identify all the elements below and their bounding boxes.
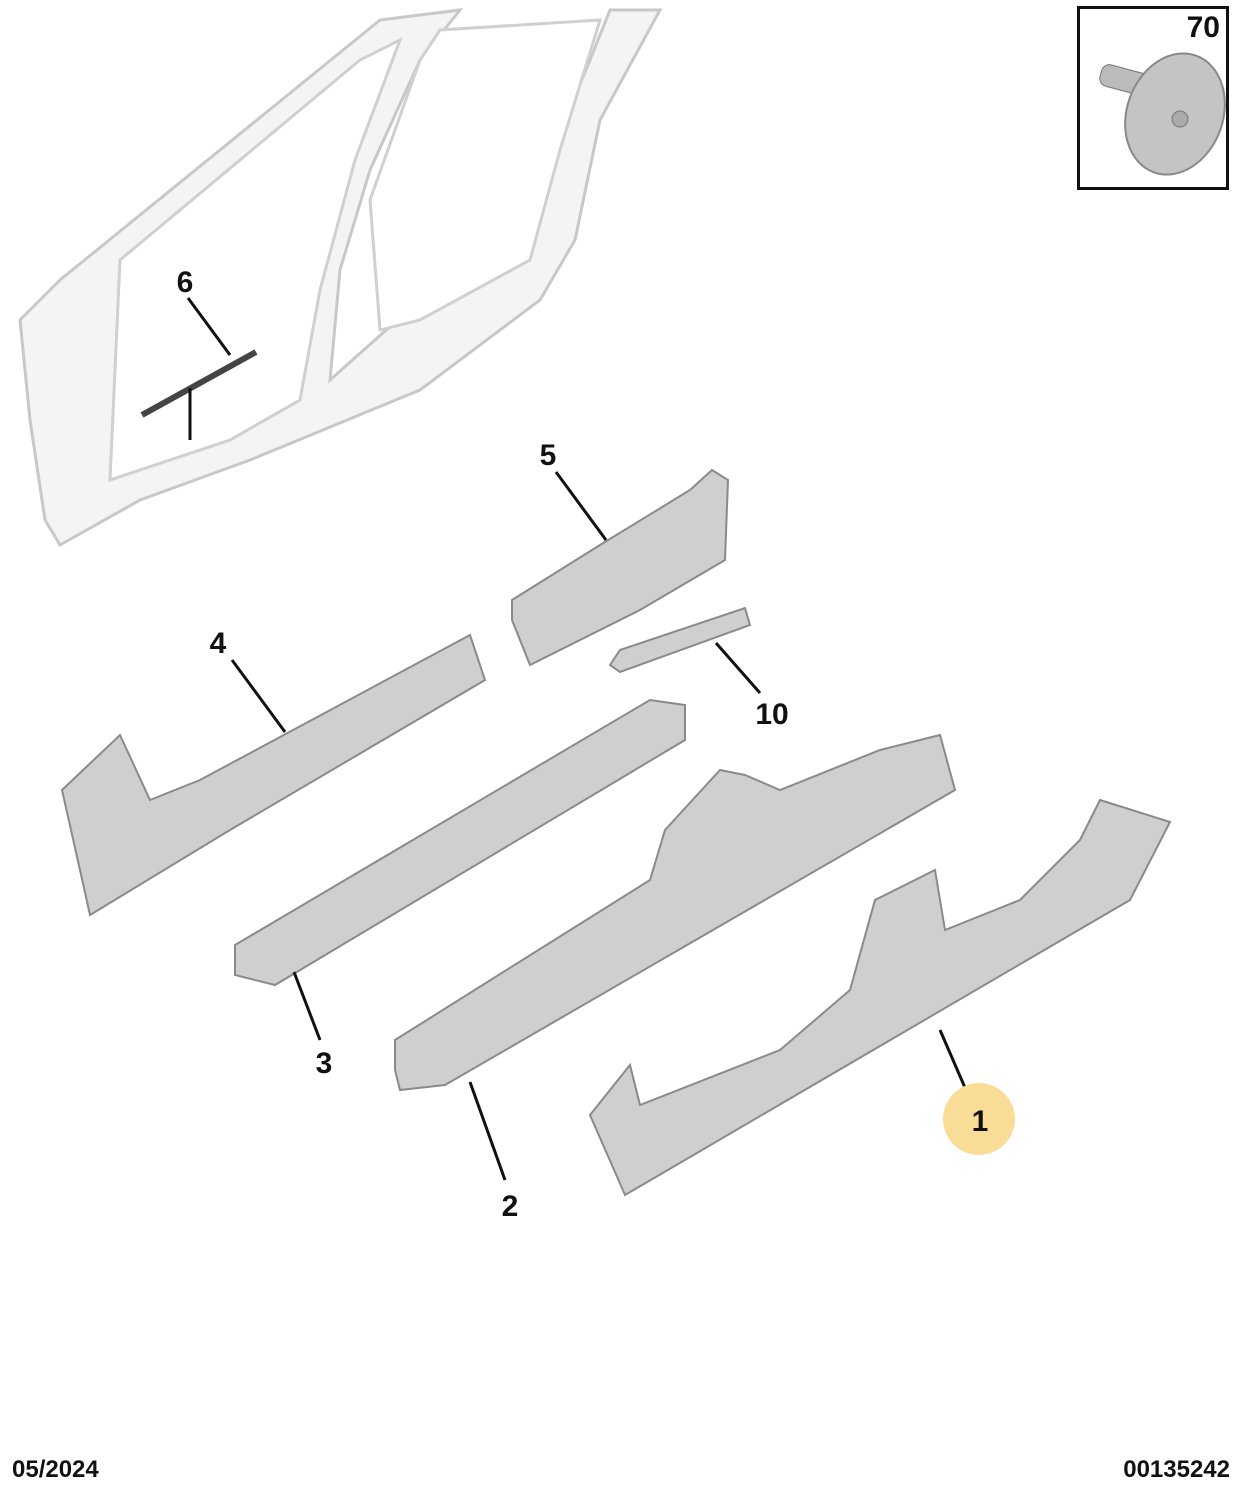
callout-3[interactable]: 3 bbox=[316, 1047, 333, 1080]
callout-4[interactable]: 4 bbox=[210, 627, 227, 660]
outer-sill-panel-part-1[interactable] bbox=[588, 798, 1172, 1197]
footer-diagram-code: 00135242 bbox=[1123, 1456, 1230, 1483]
inner-sill-part-4[interactable] bbox=[60, 633, 487, 917]
seal-strip-part-6[interactable] bbox=[140, 349, 258, 418]
callout-10[interactable]: 10 bbox=[755, 698, 788, 731]
leader-line-4 bbox=[230, 659, 287, 733]
sill-reinforcement-bar-part-3[interactable] bbox=[234, 698, 686, 987]
callout-highlight bbox=[943, 1083, 1015, 1155]
callout-6[interactable]: 6 bbox=[177, 266, 194, 299]
pillar-reinforcement-part-5[interactable] bbox=[511, 468, 730, 667]
callout-5[interactable]: 5 bbox=[540, 439, 557, 472]
callout-2[interactable]: 2 bbox=[502, 1190, 519, 1223]
bracket-part-10[interactable] bbox=[608, 606, 752, 674]
leader-line-10 bbox=[714, 642, 762, 694]
leader-line-5 bbox=[554, 471, 608, 541]
leader-line-2 bbox=[468, 1081, 507, 1181]
leader-line-1 bbox=[938, 1029, 968, 1091]
callout-1[interactable]: 1 bbox=[972, 1105, 989, 1138]
footer-date: 05/2024 bbox=[12, 1456, 99, 1483]
inset-number: 70 bbox=[1186, 11, 1220, 44]
body-side-frame-part-6[interactable] bbox=[18, 8, 663, 548]
fastener-inset[interactable]: 70 bbox=[1077, 6, 1229, 190]
leader-line-6 bbox=[186, 297, 232, 356]
sill-member-part-2[interactable] bbox=[394, 733, 957, 1092]
push-clip-icon bbox=[1099, 52, 1226, 176]
leader-line-3 bbox=[292, 971, 322, 1041]
